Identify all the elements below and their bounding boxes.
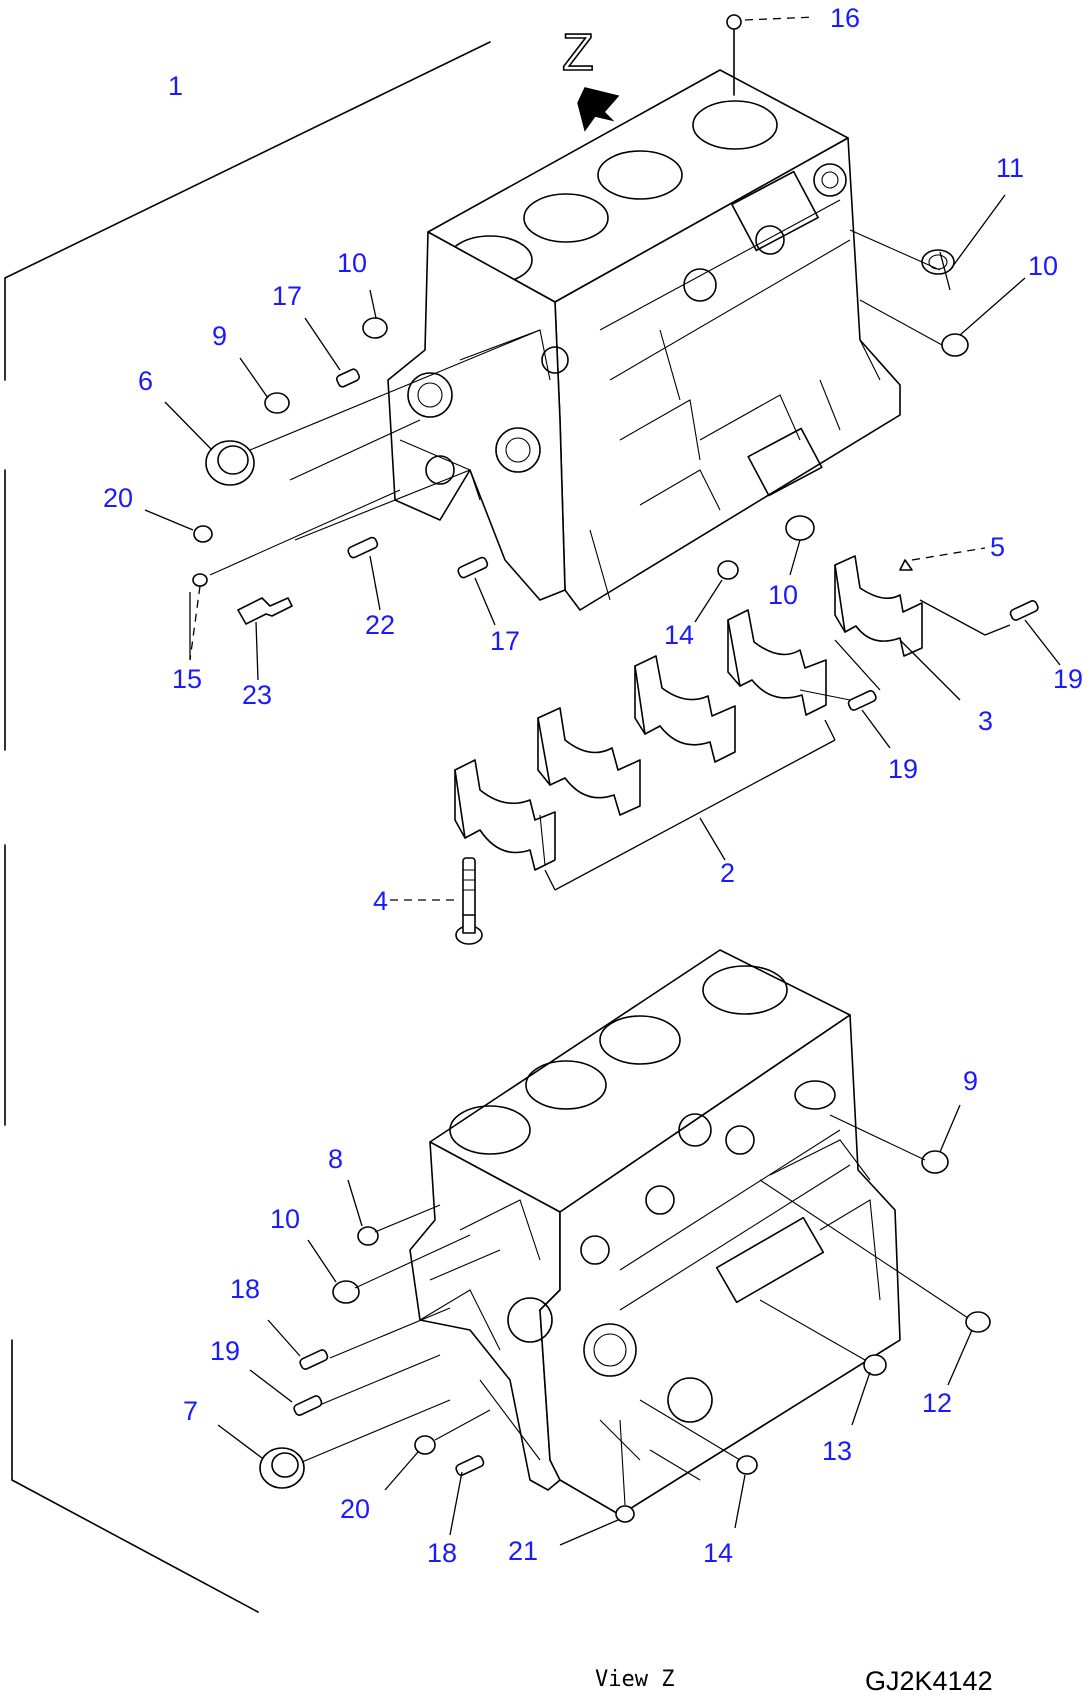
part-label-10-right: 10 (1028, 251, 1058, 281)
part-label-23: 23 (242, 680, 272, 710)
part-label-5: 5 (990, 532, 1005, 562)
part-label-13: 13 (822, 1436, 852, 1466)
part-label-16: 16 (830, 3, 860, 33)
part-label-10-left: 10 (337, 248, 367, 278)
part-label-1: 1 (168, 71, 183, 101)
part-label-17-lower: 17 (490, 626, 520, 656)
part-label-2: 2 (720, 858, 735, 888)
part-label-9-lower: 9 (963, 1066, 978, 1096)
part-label-18-upper: 18 (230, 1274, 260, 1304)
part-label-7: 7 (183, 1396, 198, 1426)
part-label-12: 12 (922, 1388, 952, 1418)
rear-bearing-cap (455, 555, 1039, 945)
part-label-14-lower: 14 (703, 1538, 733, 1568)
part-label-18-lower: 18 (427, 1538, 457, 1568)
part-label-3: 3 (978, 706, 993, 736)
part-label-14-upper: 14 (664, 620, 694, 650)
part-label-19-right: 19 (1053, 664, 1083, 694)
part-label-11: 11 (996, 153, 1024, 183)
view-caption: View Z (595, 1667, 674, 1692)
part-label-4: 4 (373, 886, 388, 916)
part-label-17-upper: 17 (272, 281, 302, 311)
lower-small-parts (259, 1114, 991, 1523)
part-label-6: 6 (138, 366, 153, 396)
part-label-9-upper: 9 (212, 321, 227, 351)
part-label-19-mid: 19 (888, 754, 918, 784)
part-label-10-lower: 10 (768, 580, 798, 610)
part-label-19-side: 19 (210, 1336, 240, 1366)
cylinder-block-top-view (387, 69, 901, 611)
view-arrow (577, 87, 620, 132)
part-label-21: 21 (508, 1536, 538, 1566)
part-label-10-side: 10 (270, 1204, 300, 1234)
assembly-bracket (4, 41, 491, 1613)
part-label-22: 22 (365, 610, 395, 640)
view-letter: Z (562, 24, 594, 82)
main-bearing-caps (454, 609, 836, 891)
upper-small-parts (189, 14, 969, 661)
part-label-20-lower: 20 (340, 1494, 370, 1524)
leader-lines (144, 16, 1061, 1546)
drawing-code: GJ2K4142 (865, 1666, 993, 1696)
part-labels: 1 16 11 10 10 17 9 6 20 10 14 5 19 3 19 … (103, 3, 1083, 1568)
part-label-20-upper: 20 (103, 483, 133, 513)
part-label-15: 15 (172, 664, 202, 694)
part-label-8: 8 (328, 1144, 343, 1174)
cylinder-block-side-view (409, 949, 901, 1516)
